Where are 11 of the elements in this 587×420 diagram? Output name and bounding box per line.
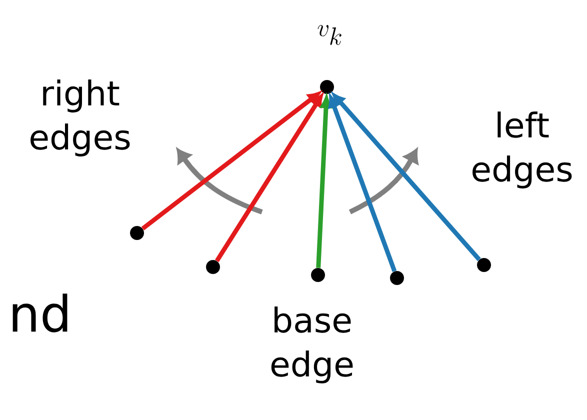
vertex-dot <box>206 260 220 274</box>
vertex-dot <box>130 226 144 240</box>
text-label: right edges <box>30 80 130 156</box>
vertex-dot <box>311 268 325 282</box>
text-label: base edge <box>271 306 353 384</box>
text-label: left edges <box>472 112 572 188</box>
vertex-dot <box>320 80 334 94</box>
vertex-label: $v_k$ <box>318 25 342 45</box>
vertex-dot <box>390 270 404 285</box>
text-label: nd <box>12 294 68 332</box>
vertex-dot <box>477 258 491 272</box>
